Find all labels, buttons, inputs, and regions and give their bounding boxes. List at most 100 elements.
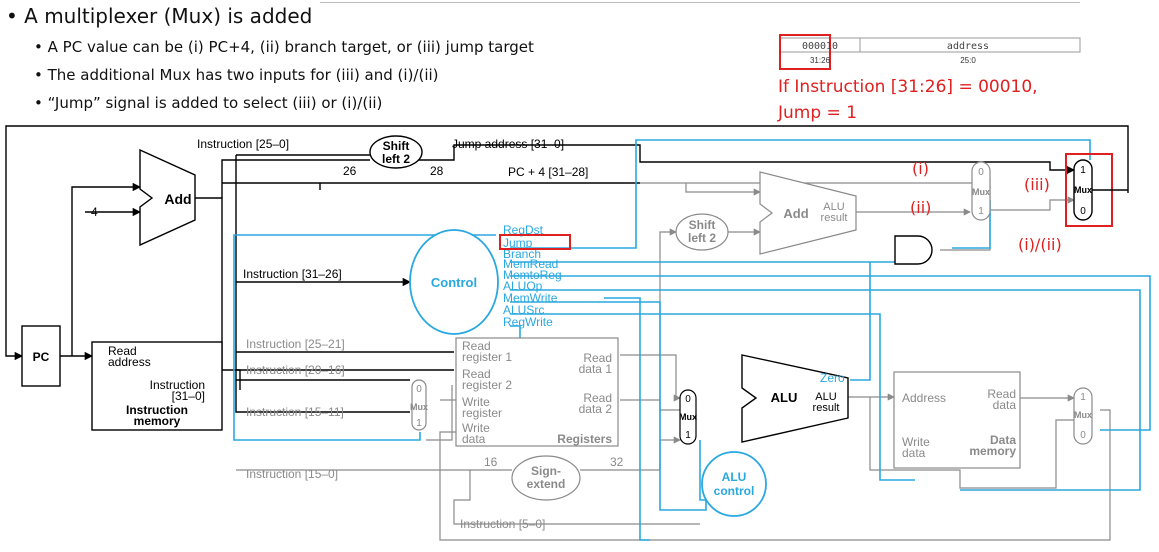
label-four: 4 [91, 205, 98, 219]
jump-highlight-box [499, 234, 571, 250]
signal-regwrite: RegWrite [503, 315, 553, 329]
label-28: 28 [430, 164, 444, 178]
reg-read2-b: register 2 [462, 378, 512, 392]
and-gate [894, 235, 933, 265]
alu-result-b: result [813, 402, 840, 414]
label-32: 32 [610, 455, 624, 469]
signal-jump: Jump [503, 236, 533, 250]
imem-out-a: Instruction [150, 378, 205, 392]
divider [320, 2, 1080, 3]
regdst-mux-0: 0 [416, 384, 422, 395]
main-alu: ALU ALU result Zero [741, 354, 849, 443]
label-instr-25-0: Instruction [25–0] [197, 137, 289, 151]
annotation-i-ii: (i)/(ii) [1018, 235, 1062, 254]
pc-register: PC [21, 325, 61, 387]
label-instr-15-0: Instruction [15–0] [246, 467, 338, 481]
control-signal-labels: RegDst Jump Branch MemRead MemtoReg ALUO… [499, 223, 571, 329]
sign-label-b: extend [527, 477, 566, 491]
memtoreg-mux-0: 0 [1080, 430, 1086, 441]
label-pc4: PC + 4 [31–28] [508, 165, 588, 179]
branch-mux-0: 0 [978, 167, 984, 178]
alusrc-mux: 0 Mux 1 [679, 389, 697, 445]
note-line-1: If Instruction [31:26] = 00010, [778, 77, 1038, 97]
regdst-mux-label: Mux [410, 402, 428, 412]
jump-mux-0: 0 [1080, 206, 1086, 217]
dm-data-a: Data [990, 433, 1016, 447]
reg-read2-a: Read [462, 367, 491, 381]
label-instr-31-26: Instruction [31–26] [243, 267, 342, 281]
label-26: 26 [343, 164, 357, 178]
dm-address: Address [902, 391, 946, 405]
signal-memwrite: MemWrite [503, 291, 558, 305]
imem-title-b: memory [134, 414, 181, 428]
format-opcode: 000010 [802, 41, 838, 52]
imem-out-b: [31–0] [172, 389, 205, 403]
reg-write-b: register [462, 406, 502, 420]
alu-control-a: ALU [722, 470, 747, 484]
pc-adder: Add [139, 148, 196, 247]
branch-mux: 0 Mux 1 [971, 161, 991, 221]
reg-wdata-b: data [462, 432, 486, 446]
reg-rd1-a: Read [583, 351, 612, 365]
annotation-iii: (iii) [1024, 175, 1050, 194]
jump-mux-label: Mux [1074, 185, 1092, 195]
shift2-label-a: Shift [689, 218, 716, 232]
imem-read-b: address [108, 355, 151, 369]
reg-write-a: Write [462, 395, 490, 409]
reg-rd2-b: data 2 [579, 402, 613, 416]
add2-alu: ALU [823, 201, 844, 213]
dm-write-a: Write [902, 435, 930, 449]
branch-mux-label: Mux [972, 187, 990, 197]
imem-title-a: Instruction [126, 403, 188, 417]
alusrc-mux-1: 1 [685, 430, 691, 441]
alu-control-b: control [714, 484, 755, 498]
bullet-sub-2: • The additional Mux has two inputs for … [34, 66, 439, 84]
path-annotations: (i) (ii) (iii) (i)/(ii) [910, 159, 1062, 254]
format-opcode-bits: 31:26 [810, 56, 831, 65]
branch-mux-1: 1 [978, 206, 984, 217]
alu-control: ALU control [701, 451, 767, 517]
shift-top-label-a: Shift [383, 139, 410, 153]
bullet-main-text: A multiplexer (Mux) is added [24, 4, 313, 28]
reg-rd1-b: data 1 [579, 362, 613, 376]
signal-aluop: ALUOp [503, 279, 543, 293]
dm-read-b: data [993, 398, 1017, 412]
regdst-mux: 0 Mux 1 [410, 379, 428, 431]
control-unit: Control [409, 229, 499, 335]
memtoreg-mux-1: 1 [1080, 392, 1086, 403]
jump-mux-1: 1 [1080, 165, 1086, 176]
branch-adder: Add ALU result [759, 171, 857, 255]
shift-left-2-branch: Shift left 2 [675, 213, 729, 251]
alusrc-mux-label: Mux [679, 412, 697, 422]
bullet-main: • A multiplexer (Mux) is added [6, 4, 313, 28]
format-field-bits: 25:0 [960, 56, 976, 65]
label-instr-25-21: Instruction [25–21] [246, 337, 345, 351]
alu-label: ALU [771, 390, 798, 405]
annotation-ii: (ii) [910, 198, 931, 217]
black-wires [5, 125, 1129, 413]
instruction-field-labels: Instruction [25–21] Instruction [20–16] … [246, 337, 545, 531]
alu-zero: Zero [820, 371, 845, 385]
reg-rd2-a: Read [583, 391, 612, 405]
add2-label: Add [783, 206, 808, 221]
gray-wires [236, 178, 1111, 541]
control-label: Control [431, 275, 477, 290]
add2-result: result [821, 212, 848, 224]
signal-alusrc: ALUSrc [503, 303, 544, 317]
dm-read-a: Read [987, 387, 1016, 401]
control-wires [233, 139, 1151, 541]
data-memory: Address Read data Write data Data memory [893, 371, 1021, 469]
annotation-i: (i) [912, 159, 929, 178]
alusrc-mux-0: 0 [685, 394, 691, 405]
opcode-highlight-box [779, 34, 831, 70]
shift2-label-b: left 2 [688, 231, 716, 245]
add-label: Add [164, 191, 191, 207]
shift-top-label-b: left 2 [382, 152, 410, 166]
instruction-format: 000010 address 31:26 25:0 [779, 34, 1081, 70]
bullet-sub-1: • A PC value can be (i) PC+4, (ii) branc… [34, 38, 534, 56]
shift-left-2-jump: Shift left 2 [369, 135, 423, 169]
sign-extend: Sign- extend [511, 455, 581, 501]
bullet-sub-3-text: “Jump” signal is added to select (iii) o… [47, 94, 383, 112]
